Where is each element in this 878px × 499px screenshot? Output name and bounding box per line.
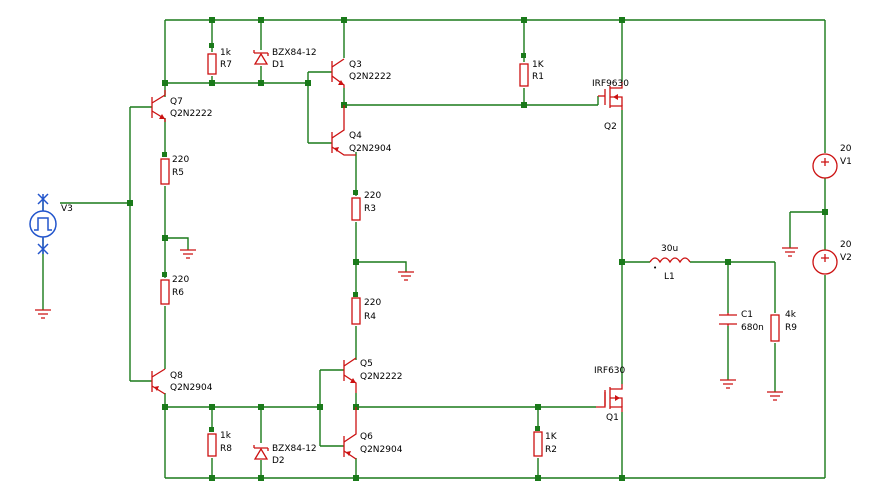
ground-icon (180, 249, 196, 259)
q2-name: Q2 (604, 122, 617, 132)
q7-value: Q2N2222 (170, 109, 212, 119)
c1-name: C1 (741, 310, 753, 320)
d2-value: BZX84-12 (272, 444, 317, 454)
r9-name: R9 (785, 323, 797, 333)
resistor-r6: 220 R6 (160, 275, 189, 305)
q4-name: Q4 (349, 131, 362, 141)
l1-dot: • (653, 264, 657, 272)
zener-diode-d2: BZX84-12 D2 (253, 444, 317, 466)
c1-value: 680n (741, 323, 764, 333)
transistor-q7: Q7 Q2N2222 (151, 90, 212, 122)
q2-value: IRF9630 (592, 79, 629, 89)
ground-icon (398, 271, 414, 281)
q3-value: Q2N2222 (349, 72, 391, 82)
r1-name: R1 (532, 72, 544, 82)
capacitor-c1: C1 680n (719, 310, 764, 333)
ground-icon (720, 379, 736, 389)
transistor-q5: Q5 Q2N2222 (343, 357, 402, 393)
v2-name: V2 (840, 253, 852, 263)
voltage-source-v1: 20 V1 (812, 144, 852, 179)
d1-name: D1 (272, 60, 285, 70)
q6-name: Q6 (360, 432, 373, 442)
transistor-q8: Q8 Q2N2904 (151, 368, 213, 395)
zener-diode-d1: BZX84-12 D1 (253, 48, 317, 70)
resistor-r1: 1K R1 (519, 60, 545, 87)
r5-name: R5 (172, 168, 184, 178)
r6-name: R6 (172, 288, 184, 298)
l1-value: 30u (661, 244, 678, 254)
r1-value: 1K (532, 60, 545, 70)
q5-value: Q2N2222 (360, 372, 402, 382)
ground-symbols (35, 247, 798, 401)
voltage-source-v2: 20 V2 (812, 240, 852, 275)
q1-name: Q1 (606, 413, 619, 423)
r3-value: 220 (364, 191, 381, 201)
v1-value: 20 (840, 144, 852, 154)
mosfet-q1: IRF630 Q1 (594, 366, 626, 423)
q6-value: Q2N2904 (360, 445, 403, 455)
v1-name: V1 (840, 157, 852, 167)
r4-value: 220 (364, 298, 381, 308)
q8-name: Q8 (170, 371, 183, 381)
r7-name: R7 (220, 60, 232, 70)
r5-value: 220 (172, 155, 189, 165)
ground-icon (782, 247, 798, 257)
resistor-r3: 220 R3 (351, 191, 381, 221)
r6-value: 220 (172, 275, 189, 285)
mosfet-q2: IRF9630 Q2 (592, 79, 629, 132)
resistor-r8: 1k R8 (207, 431, 232, 457)
r4-name: R4 (364, 312, 376, 322)
v3-name: V3 (61, 204, 73, 214)
resistor-r4: 220 R4 (351, 297, 381, 325)
l1-name: L1 (664, 272, 675, 282)
q5-name: Q5 (360, 359, 373, 369)
ground-icon (767, 391, 783, 401)
resistor-r2: 1K R2 (533, 431, 558, 457)
q7-name: Q7 (170, 97, 183, 107)
r2-value: 1K (545, 432, 558, 442)
d1-value: BZX84-12 (272, 48, 317, 58)
junctions (127, 17, 828, 481)
pulse-source-v3: V3 (29, 193, 73, 255)
resistor-r5: 220 R5 (160, 155, 189, 185)
transistor-q4: Q4 Q2N2904 (331, 105, 392, 156)
v2-value: 20 (840, 240, 852, 250)
r9-value: 4k (785, 310, 797, 320)
q8-value: Q2N2904 (170, 383, 213, 393)
inductor-l1: 30u L1 • (649, 244, 691, 282)
d2-name: D2 (272, 456, 285, 466)
q4-value: Q2N2904 (349, 144, 392, 154)
resistor-r7: 1k R7 (207, 48, 232, 75)
r2-name: R2 (545, 445, 557, 455)
transistor-q3: Q3 Q2N2222 (331, 58, 391, 88)
wires (42, 19, 826, 479)
transistor-q6: Q6 Q2N2904 (343, 407, 403, 460)
ground-icon (35, 309, 51, 319)
r3-name: R3 (364, 204, 376, 214)
q1-value: IRF630 (594, 366, 626, 376)
r7-value: 1k (220, 48, 232, 58)
resistor-r9: 4k R9 (770, 310, 797, 342)
r8-value: 1k (220, 431, 232, 441)
q3-name: Q3 (349, 60, 362, 70)
r8-name: R8 (220, 444, 232, 454)
